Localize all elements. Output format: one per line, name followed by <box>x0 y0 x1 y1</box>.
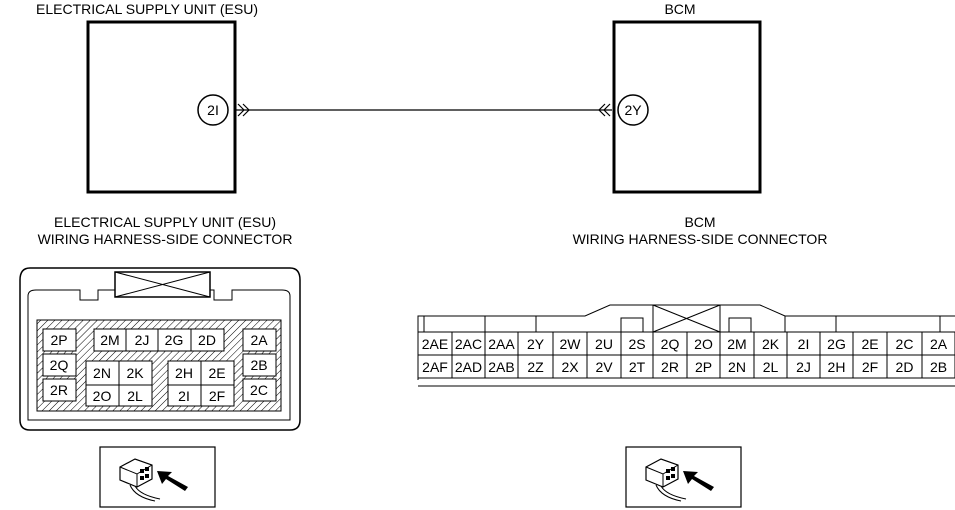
bcm-pin: 2P <box>695 359 712 375</box>
esu-pin: 2O <box>93 388 112 404</box>
bcm-chevron-icon <box>598 103 611 117</box>
bcm-pin: 2B <box>930 359 947 375</box>
esu-pin: 2I <box>178 388 190 404</box>
bcm-pin: 2E <box>861 336 878 352</box>
esu-pin: 2Q <box>50 357 69 373</box>
esu-pin: 2P <box>50 332 67 348</box>
esu-pin: 2G <box>165 332 184 348</box>
esu-pin: 2A <box>250 332 268 348</box>
bcm-title: BCM <box>664 1 696 17</box>
bcm-connector-title-1: BCM <box>684 214 716 230</box>
connector-view-icon <box>99 446 216 508</box>
esu-pin: 2B <box>250 357 267 373</box>
esu-pin: 2R <box>50 382 68 398</box>
bcm-pin: 2AC <box>455 336 482 352</box>
bcm-pin: 2Z <box>527 359 544 375</box>
esu-pin: 2M <box>100 332 119 348</box>
bcm-pin: 2J <box>796 359 811 375</box>
esu-pin: 2F <box>209 388 225 404</box>
bcm-pin: 2A <box>930 336 948 352</box>
esu-pin: 2K <box>126 365 144 381</box>
esu-title: ELECTRICAL SUPPLY UNIT (ESU) <box>36 1 258 17</box>
connector-view-icon <box>625 446 742 508</box>
bcm-pin: 2L <box>763 359 779 375</box>
bcm-pin: 2F <box>862 359 878 375</box>
bcm-pin: 2S <box>628 336 645 352</box>
esu-pin: 2D <box>198 332 216 348</box>
bcm-pin: 2X <box>561 359 579 375</box>
bcm-pin: 2I <box>798 336 810 352</box>
bcm-pin: 2M <box>727 336 746 352</box>
esu-connector-title-2: WIRING HARNESS-SIDE CONNECTOR <box>37 231 293 247</box>
esu-pin: 2J <box>135 332 150 348</box>
bcm-pin: 2AD <box>455 359 482 375</box>
bcm-pin: 2U <box>595 336 613 352</box>
bcm-pin: 2AE <box>422 336 448 352</box>
esu-chevron-icon <box>237 103 250 117</box>
esu-pin: 2L <box>127 388 143 404</box>
bcm-pin: 2H <box>828 359 846 375</box>
bcm-cell-grid: 2AE 2AC 2AA 2Y 2W 2U 2S 2Q 2O 2M 2K 2I 2G 2E 2C 2A 2AF 2A… <box>417 331 955 379</box>
esu-pin: 2H <box>175 365 193 381</box>
bcm-pin: 2T <box>629 359 646 375</box>
esu-terminal-label: 2I <box>207 102 219 118</box>
bcm-pin: 2W <box>560 336 582 352</box>
bcm-terminal-circle <box>617 94 649 126</box>
bcm-pin: 2AA <box>488 336 515 352</box>
bcm-pin: 2Q <box>661 336 680 352</box>
bcm-terminal-label: 2Y <box>624 102 642 118</box>
esu-pin: 2E <box>208 365 225 381</box>
bcm-pin: 2Y <box>527 336 545 352</box>
bcm-pin: 2AB <box>488 359 514 375</box>
bcm-pin: 2O <box>694 336 713 352</box>
bcm-pin: 2AF <box>422 359 448 375</box>
esu-cell-group <box>42 328 277 407</box>
bcm-cell <box>921 354 955 379</box>
bcm-connector-title-2: WIRING HARNESS-SIDE CONNECTOR <box>572 231 828 247</box>
esu-pin: 2N <box>93 365 111 381</box>
esu-pin: 2C <box>250 382 268 398</box>
bcm-pin: 2C <box>896 336 914 352</box>
bcm-pin: 2V <box>595 359 613 375</box>
bcm-pin: 2N <box>728 359 746 375</box>
bcm-pin: 2G <box>827 336 846 352</box>
bcm-unit-box <box>612 20 762 194</box>
bcm-pin: 2R <box>661 359 679 375</box>
bcm-pin: 2D <box>896 359 914 375</box>
esu-connector-title-1: ELECTRICAL SUPPLY UNIT (ESU) <box>54 214 276 230</box>
esu-terminal-circle <box>197 94 229 126</box>
esu-unit-box <box>86 20 237 194</box>
bcm-pin: 2K <box>762 336 780 352</box>
